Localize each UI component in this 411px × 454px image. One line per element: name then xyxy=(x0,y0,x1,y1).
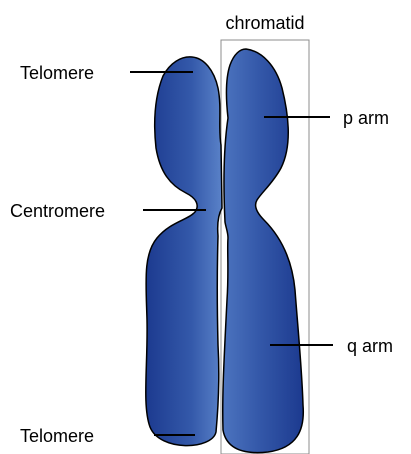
telomere-bottom-label: Telomere xyxy=(20,426,94,446)
right-chromatid xyxy=(223,49,304,453)
chromatid-label: chromatid xyxy=(225,13,304,33)
left-chromatid xyxy=(146,57,222,446)
p-arm-label: p arm xyxy=(343,108,389,128)
centromere-label: Centromere xyxy=(10,201,105,221)
telomere-top-label: Telomere xyxy=(20,63,94,83)
q-arm-label: q arm xyxy=(347,336,393,356)
